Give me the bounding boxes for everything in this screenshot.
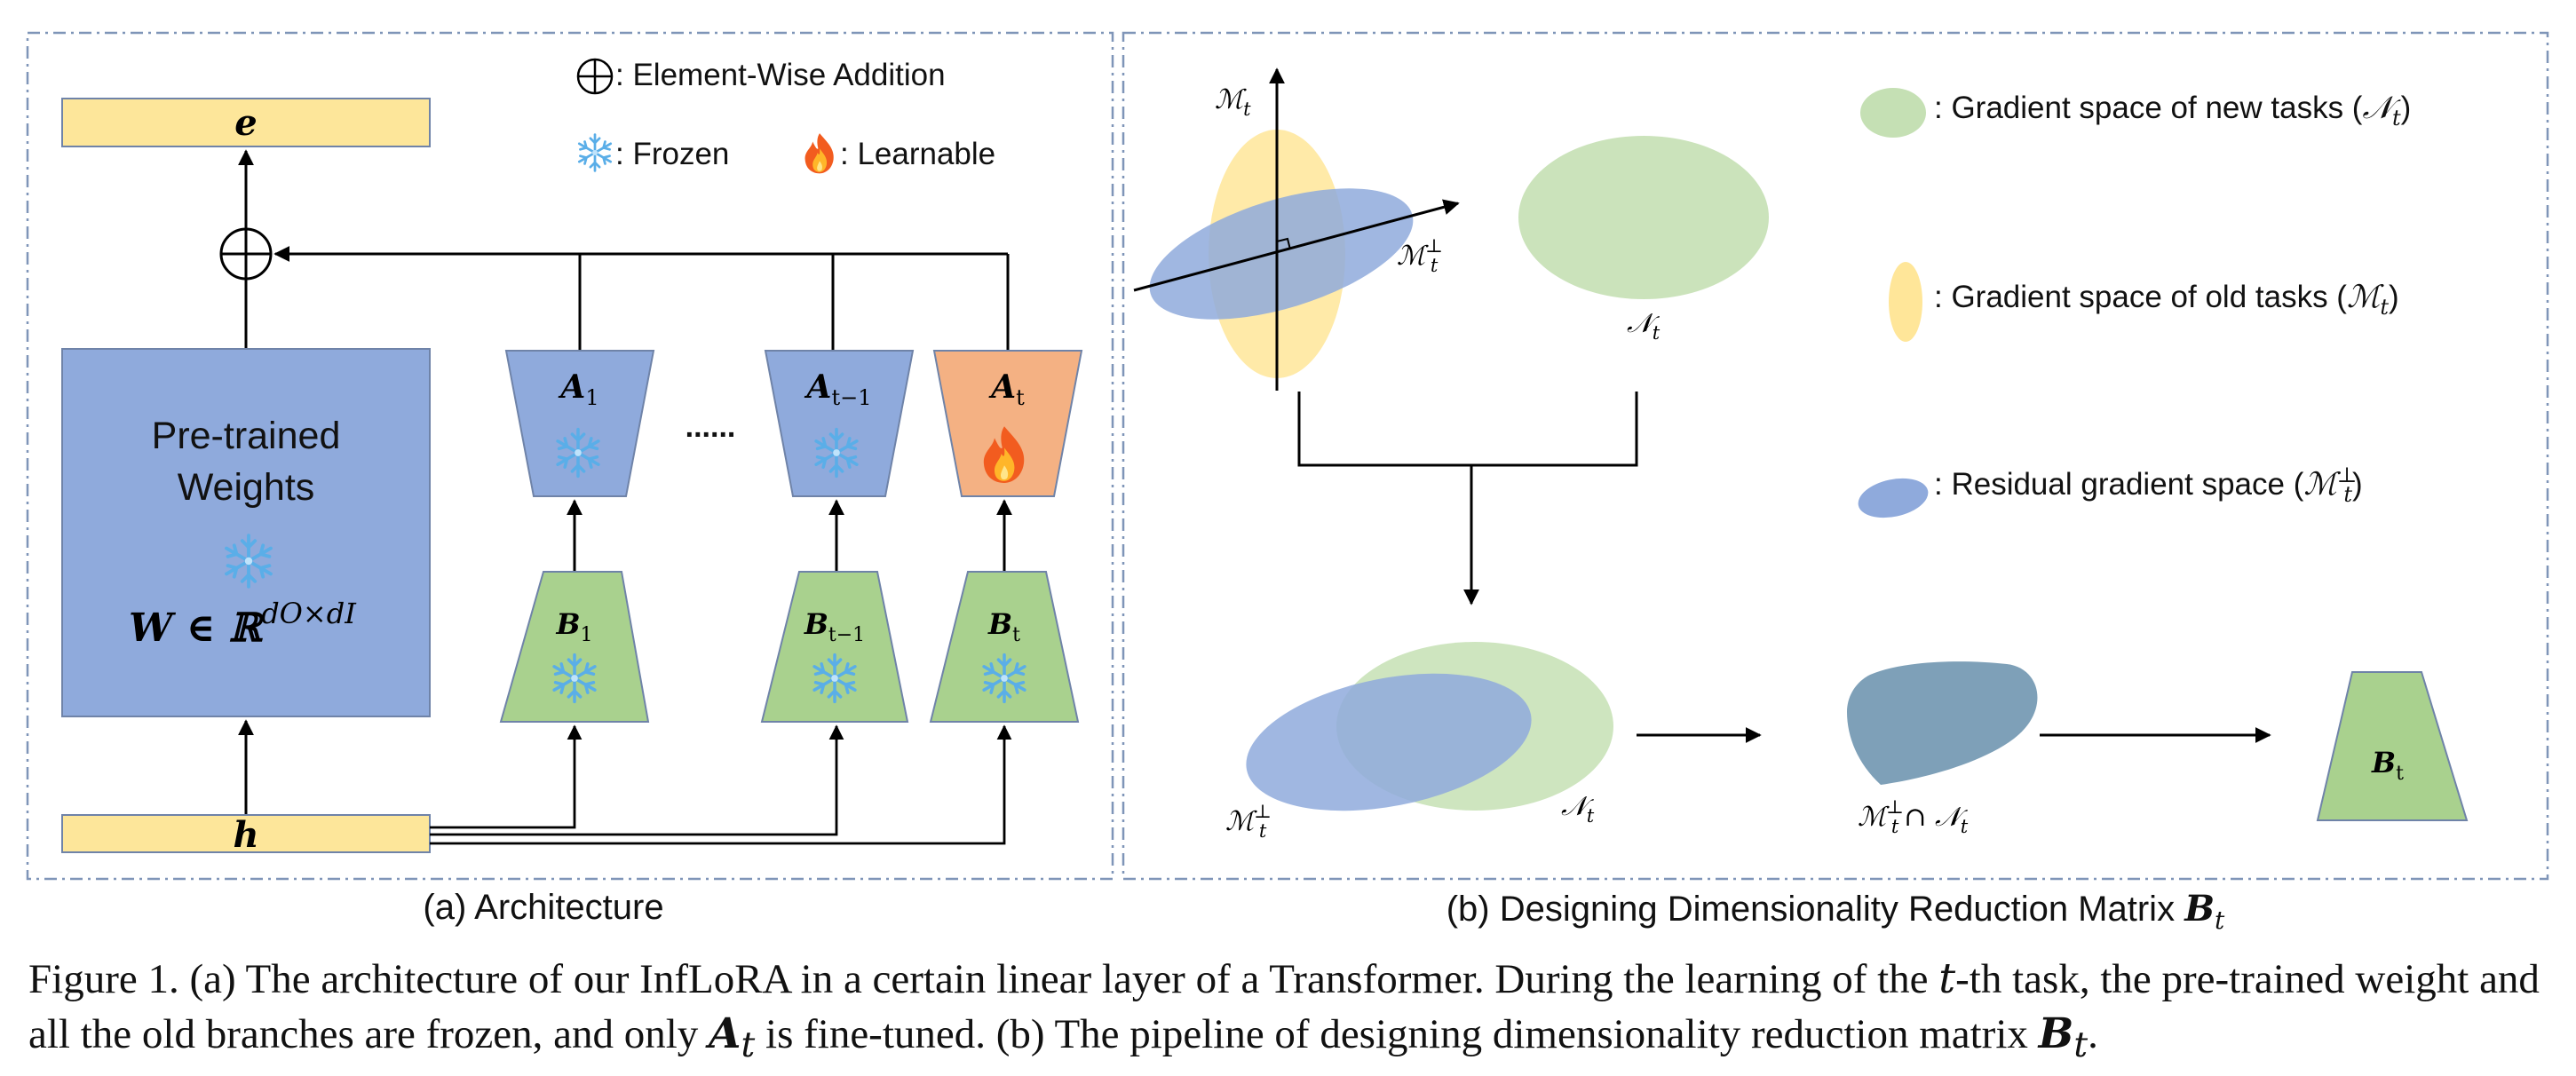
pretrained-line2: Weights [178, 466, 315, 509]
matrix-at [932, 350, 1083, 497]
addition-node [219, 227, 273, 281]
input-box [61, 814, 431, 853]
m-t-label: ℳt [1215, 84, 1251, 120]
panel-b-caption: (b) Designing Dimensionality Reduction M… [1447, 888, 2225, 935]
overlap-n-label: 𝒩t [1561, 791, 1595, 827]
matrix-at-label: At [988, 368, 1025, 410]
legend-new-text: : Gradient space of new tasks (𝒩t) [1934, 91, 2411, 131]
figure-caption: Figure 1. (a) The architecture of our In… [28, 954, 2540, 1066]
line-h-to-bt [430, 726, 1006, 845]
matrix-at-1-label: At−1 [805, 368, 872, 410]
pretrained-line1: Pre-trained [152, 415, 341, 457]
flame-icon [805, 133, 834, 174]
snowflake-icon [577, 133, 613, 172]
legend-frozen-label: : Frozen [615, 137, 729, 171]
matrix-bt-label: Bt [987, 607, 1020, 646]
panel-a-caption: (a) Architecture [423, 888, 663, 927]
legend-addition: : Element-Wise Addition [576, 58, 946, 95]
matrix-a1 [504, 350, 655, 497]
legend-old-text: : Gradient space of old tasks (ℳt) [1934, 280, 2399, 320]
input-label: h [233, 814, 258, 856]
matrix-a1-label: A1 [558, 368, 598, 410]
merge-connector [1297, 392, 1638, 467]
legend-frozen: : Frozen [577, 133, 729, 172]
new-task-ellipse [1518, 136, 1769, 299]
matrix-b1-label: B1 [555, 607, 592, 646]
matrix-bt-1-label: Bt−1 [804, 607, 865, 646]
residual-ellipse [1149, 188, 1414, 320]
legend-learnable-label: : Learnable [840, 137, 995, 171]
line-h-to-bt1 [430, 726, 838, 836]
overlap-residual-ellipse [1246, 673, 1532, 811]
matrix-at-1 [764, 350, 915, 497]
legend-learnable: : Learnable [805, 133, 995, 174]
result-matrix-bt [2316, 671, 2469, 821]
pretrained-weights-box [61, 348, 431, 717]
right-angle-mark [1276, 237, 1291, 250]
legend-new-swatch [1860, 88, 1926, 138]
matrix-bt-1 [760, 571, 909, 723]
branch-1: A1 B1 [499, 350, 655, 723]
overlap-m-perp-label: ℳ⊥t [1225, 801, 1272, 842]
perp-axis [1133, 199, 1460, 292]
m-perp-label: ℳ⊥t [1397, 235, 1443, 276]
output-label: e [234, 102, 257, 144]
matrix-b1 [499, 571, 650, 723]
branch-t-minus-1: At−1 Bt−1 [760, 350, 915, 723]
n-t-label: 𝒩t [1627, 308, 1661, 344]
intersection-shape [1847, 661, 2038, 785]
panel-a-frame [26, 31, 1114, 881]
ellipsis: ...... [686, 410, 736, 444]
intersection-label: ℳ⊥t∩ 𝒩t [1858, 796, 1969, 837]
legend-residual-text: : Residual gradient space (ℳ⊥t) [1934, 463, 2363, 507]
branch-t: At Bt [929, 350, 1083, 723]
line-h-to-b1 [430, 726, 576, 829]
legend-addition-label: : Element-Wise Addition [615, 58, 946, 92]
element-wise-addition-icon [576, 58, 614, 95]
matrix-bt [929, 571, 1080, 723]
legend-residual-swatch [1858, 478, 1929, 518]
result-bt-label: Bt [2371, 746, 2404, 785]
output-box [61, 98, 431, 147]
panel-b-frame [1122, 31, 2549, 881]
legend-old-swatch [1889, 262, 1922, 342]
weights-formula: W ∈ ℝdO×dI [129, 597, 357, 651]
